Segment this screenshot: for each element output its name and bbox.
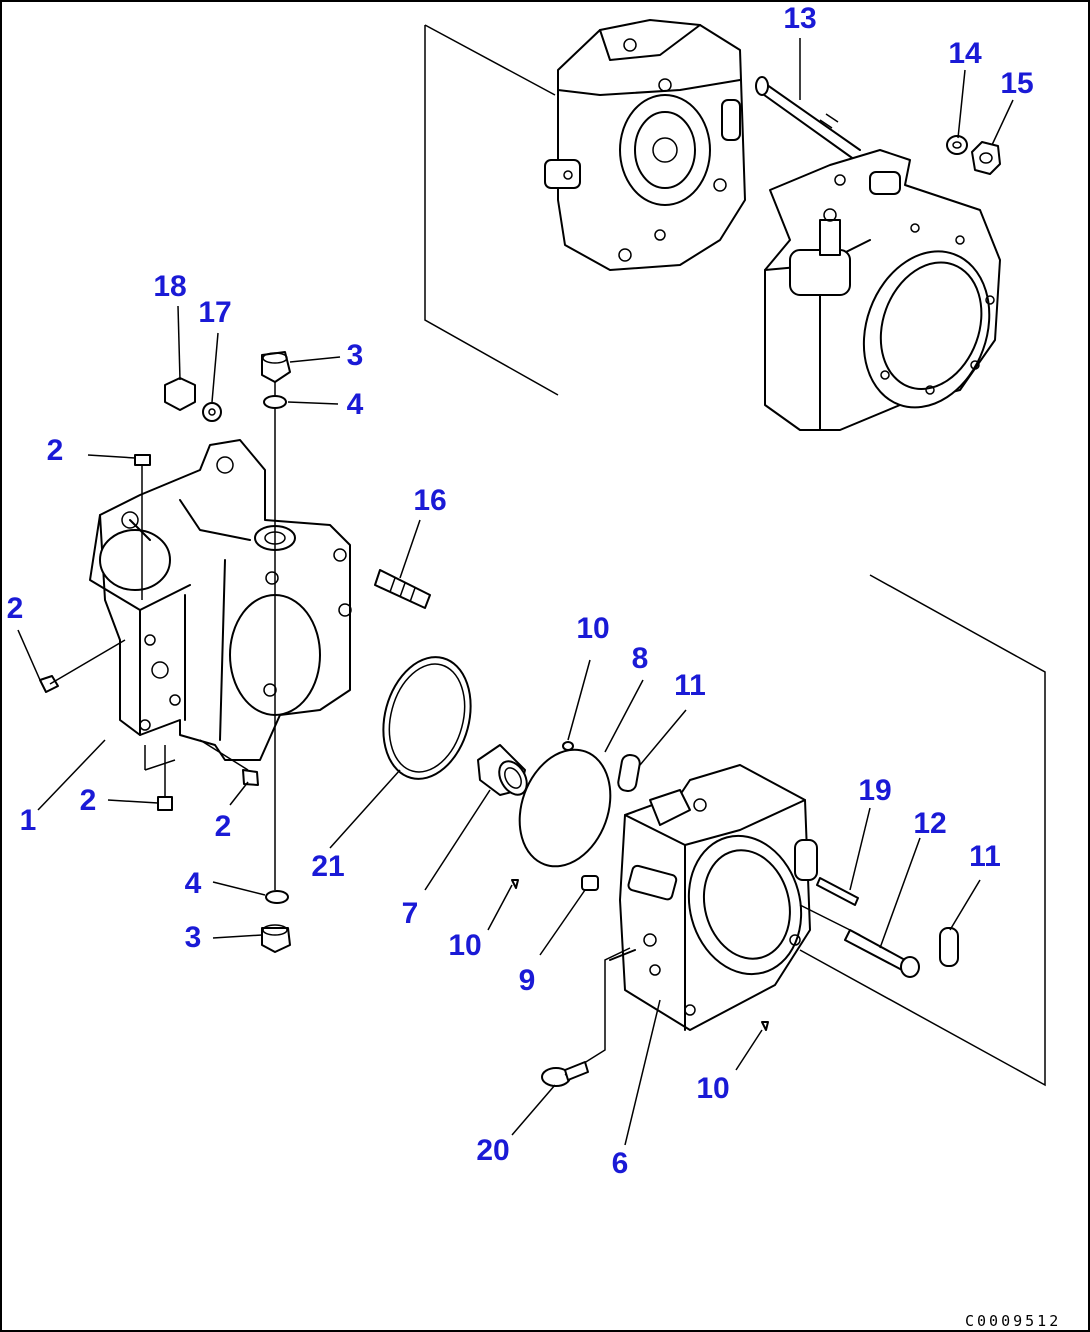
leader-lines bbox=[17, 38, 1014, 1146]
callout-6: 7 bbox=[402, 897, 419, 930]
nut-drawing bbox=[971, 141, 1001, 175]
stud-drawing bbox=[755, 76, 861, 161]
bolt-drawings bbox=[39, 454, 259, 811]
callout-20: 20 bbox=[476, 1134, 509, 1167]
large-oring-drawing bbox=[382, 656, 472, 780]
pump-body-drawing bbox=[609, 574, 1046, 1087]
callout-18: 18 bbox=[153, 270, 186, 303]
callout-10-right: 10 bbox=[696, 1072, 729, 1105]
plug-and-oring-drawings bbox=[261, 351, 291, 953]
callout-9: 10 bbox=[576, 612, 609, 645]
callout-8: 9 bbox=[519, 964, 536, 997]
callout-15: 15 bbox=[1000, 67, 1033, 100]
callout-11-right: 11 bbox=[969, 840, 1001, 873]
small-nut-washer-drawing bbox=[164, 377, 222, 422]
reference-assembly-view bbox=[424, 19, 1001, 431]
long-bolt-drawing bbox=[799, 877, 920, 978]
callout-5: 6 bbox=[612, 1147, 629, 1180]
callout-3-bottom: 3 bbox=[185, 921, 202, 954]
callout-2-top: 2 bbox=[47, 434, 64, 467]
callout-4-bottom: 4 bbox=[185, 867, 202, 900]
eyebolt-drawing bbox=[541, 947, 631, 1087]
upper-housing-drawing bbox=[544, 19, 746, 271]
callout-labels: 13 14 15 18 17 3 4 2 16 2 10 8 11 1 2 2 … bbox=[7, 2, 1034, 1180]
callout-10-left: 10 bbox=[448, 929, 481, 962]
callout-17: 17 bbox=[198, 296, 231, 329]
callout-11-left: 11 bbox=[674, 669, 706, 702]
callout-13: 13 bbox=[783, 2, 816, 35]
reference-code: C0009512 bbox=[965, 1312, 1061, 1330]
callout-2-bottom: 2 bbox=[80, 784, 97, 817]
callout-3-top: 3 bbox=[347, 339, 364, 372]
callout-2-left: 2 bbox=[7, 592, 24, 625]
callout-16: 16 bbox=[413, 484, 446, 517]
callout-2-right: 2 bbox=[215, 810, 232, 843]
main-housing-drawing bbox=[764, 149, 1001, 431]
seal-and-pin-drawings bbox=[511, 741, 959, 1031]
callout-12: 12 bbox=[913, 807, 946, 840]
callout-19: 19 bbox=[858, 774, 891, 807]
bushing-drawing bbox=[477, 744, 528, 796]
callout-4-top: 4 bbox=[347, 388, 364, 421]
washer-drawing bbox=[946, 135, 968, 155]
callout-1: 1 bbox=[20, 804, 37, 837]
stud-pin-drawing bbox=[374, 569, 431, 609]
callout-7: 8 bbox=[632, 642, 649, 675]
callout-21: 21 bbox=[311, 850, 344, 883]
callout-14: 14 bbox=[948, 37, 982, 70]
